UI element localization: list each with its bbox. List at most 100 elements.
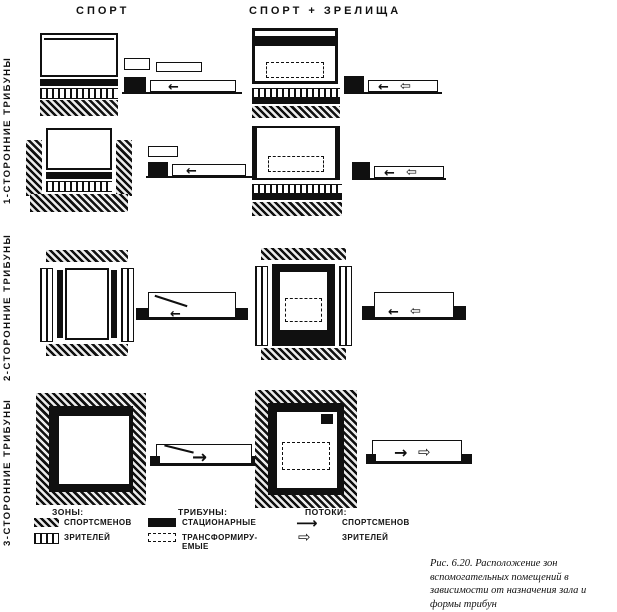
plan-one-sided-sport-spectacle-b: [252, 126, 342, 216]
legend-swatch-athlete-zone: [34, 518, 59, 527]
spectator-zone-band: [46, 181, 112, 192]
transformable-tribune: [266, 62, 324, 78]
athlete-zone-band-bottom: [261, 348, 346, 360]
section-one-sided-sport-b: ←: [146, 146, 258, 184]
hall-plan: [46, 128, 112, 170]
section-one-sided-sport-spectacle-a: ← ⇦: [344, 60, 446, 100]
athlete-flow-arrow: ←: [170, 307, 181, 322]
tribune-profile: [124, 77, 146, 92]
hall-plan: [40, 33, 118, 77]
athlete-zone-side: [26, 140, 42, 196]
legend-tribunes-title: ТРИБУНЫ:: [178, 507, 228, 517]
section-one-sided-sport-spectacle-b: ← ⇦: [352, 148, 450, 186]
room-block: [124, 58, 150, 70]
athlete-zone-band-top: [261, 248, 346, 260]
tribune-profile: [150, 456, 160, 464]
athlete-zone-band: [30, 194, 128, 212]
hall-profile: [372, 440, 462, 462]
plan-two-sided-sport-spectacle: [255, 248, 352, 360]
figure-caption: Рис. 6.20. Расположение зон вспомогатель…: [430, 558, 587, 610]
spectator-zone-side: [339, 266, 352, 346]
ground-line: [366, 462, 472, 464]
ground-line: [352, 178, 446, 180]
hall-plan: [58, 415, 130, 485]
hall-profile: [374, 166, 444, 178]
spectator-zone-band: [40, 88, 118, 99]
athlete-zone-side: [116, 140, 132, 196]
section-two-sided-sport: ←: [136, 286, 248, 334]
transformable-tribune: [282, 442, 330, 470]
plan-one-sided-sport-spectacle-a: [252, 28, 340, 118]
transformable-tribune: [285, 298, 322, 322]
column-header-sport-spectacle: СПОРТ + ЗРЕЛИЩА: [249, 5, 402, 17]
ground-line: [146, 176, 252, 178]
room-block: [148, 146, 178, 157]
hall-profile: [374, 292, 454, 318]
spectator-zone-band: [252, 184, 342, 194]
athlete-flow-arrow: ←: [168, 80, 179, 95]
athlete-flow-arrow: →: [192, 447, 208, 468]
stationary-tribune-band: [46, 172, 112, 179]
stationary-tribune-band: [252, 194, 342, 200]
spectator-zone-side: [40, 268, 53, 342]
tribune-profile: [462, 454, 472, 462]
athlete-flow-arrow: ←: [378, 80, 389, 95]
tribune-profile: [362, 306, 374, 318]
athlete-flow-arrow: →: [394, 443, 408, 462]
athlete-zone-band: [252, 106, 340, 118]
hall-profile: [150, 80, 236, 92]
legend-flows-title: ПОТОКИ:: [305, 507, 347, 517]
legend-label-stationary-tribune: СТАЦИОНАРНЫЕ: [182, 518, 257, 527]
plan-two-sided-sport: [40, 250, 134, 358]
legend-swatch-spectator-zone: [34, 533, 59, 544]
stationary-tribune-band: [57, 270, 63, 338]
athlete-zone-band: [252, 202, 342, 216]
stationary-tribune-band: [40, 79, 118, 86]
spectator-flow-arrow: ⇨: [418, 443, 431, 461]
athlete-flow-arrow: ←: [388, 305, 399, 320]
tribune-profile: [344, 76, 364, 92]
legend-label-transformable-tribune: ТРАНСФОРМИРУ-ЕМЫЕ: [182, 533, 258, 552]
athlete-zone-band: [40, 100, 118, 116]
equipment-block: [321, 414, 333, 424]
hall-profile: [172, 164, 246, 176]
legend-label-spectator-flow: ЗРИТЕЛЕЙ: [342, 533, 389, 542]
legend-swatch-transformable-tribune: [148, 533, 176, 542]
tribune-profile: [148, 162, 168, 176]
ground-line: [150, 464, 262, 466]
stationary-tribune-band: [111, 270, 117, 338]
legend-arrow-athlete-flow: ⟶: [296, 514, 318, 532]
section-two-sided-sport-spectacle: ← ⇦: [362, 286, 466, 334]
stage-line: [44, 38, 114, 40]
spectator-zone-side: [121, 268, 134, 342]
athlete-flow-arrow: ←: [186, 164, 197, 179]
hall-profile: [368, 80, 438, 92]
tribune-profile: [236, 308, 248, 318]
ground-line: [122, 92, 242, 94]
athlete-flow-arrow: ←: [384, 166, 395, 181]
stationary-tribune-band: [255, 36, 335, 46]
room-block: [156, 62, 202, 72]
legend-swatch-stationary-tribune: [148, 518, 176, 527]
row-label-three-sided: 3-СТОРОННИЕ ТРИБУНЫ: [2, 398, 13, 546]
legend-label-athlete-zone: СПОРТСМЕНОВ: [64, 518, 132, 527]
legend-label-spectator-zone: ЗРИТЕЛЕЙ: [64, 533, 111, 542]
athlete-zone-band-bottom: [46, 344, 128, 356]
ground-line: [136, 318, 248, 320]
tribune-profile: [366, 454, 376, 462]
ground-line: [344, 92, 442, 94]
row-label-one-sided: 1-СТОРОННИЕ ТРИБУНЫ: [2, 56, 13, 204]
hall-plan: [65, 268, 109, 340]
legend-arrow-spectator-flow: ⇨: [298, 528, 311, 546]
section-one-sided-sport-a: ←: [122, 58, 248, 98]
ground-line: [362, 318, 466, 320]
row-label-two-sided: 2-СТОРОННИЕ ТРИБУНЫ: [2, 233, 13, 381]
legend-zones-title: ЗОНЫ:: [52, 507, 84, 517]
plan-three-sided-sport: [36, 393, 146, 505]
tribune-profile: [352, 162, 370, 178]
spectator-flow-arrow: ⇦: [406, 165, 417, 180]
column-header-sport: СПОРТ: [76, 5, 130, 17]
spectator-zone-side: [255, 266, 268, 346]
athlete-zone-band-top: [46, 250, 128, 262]
